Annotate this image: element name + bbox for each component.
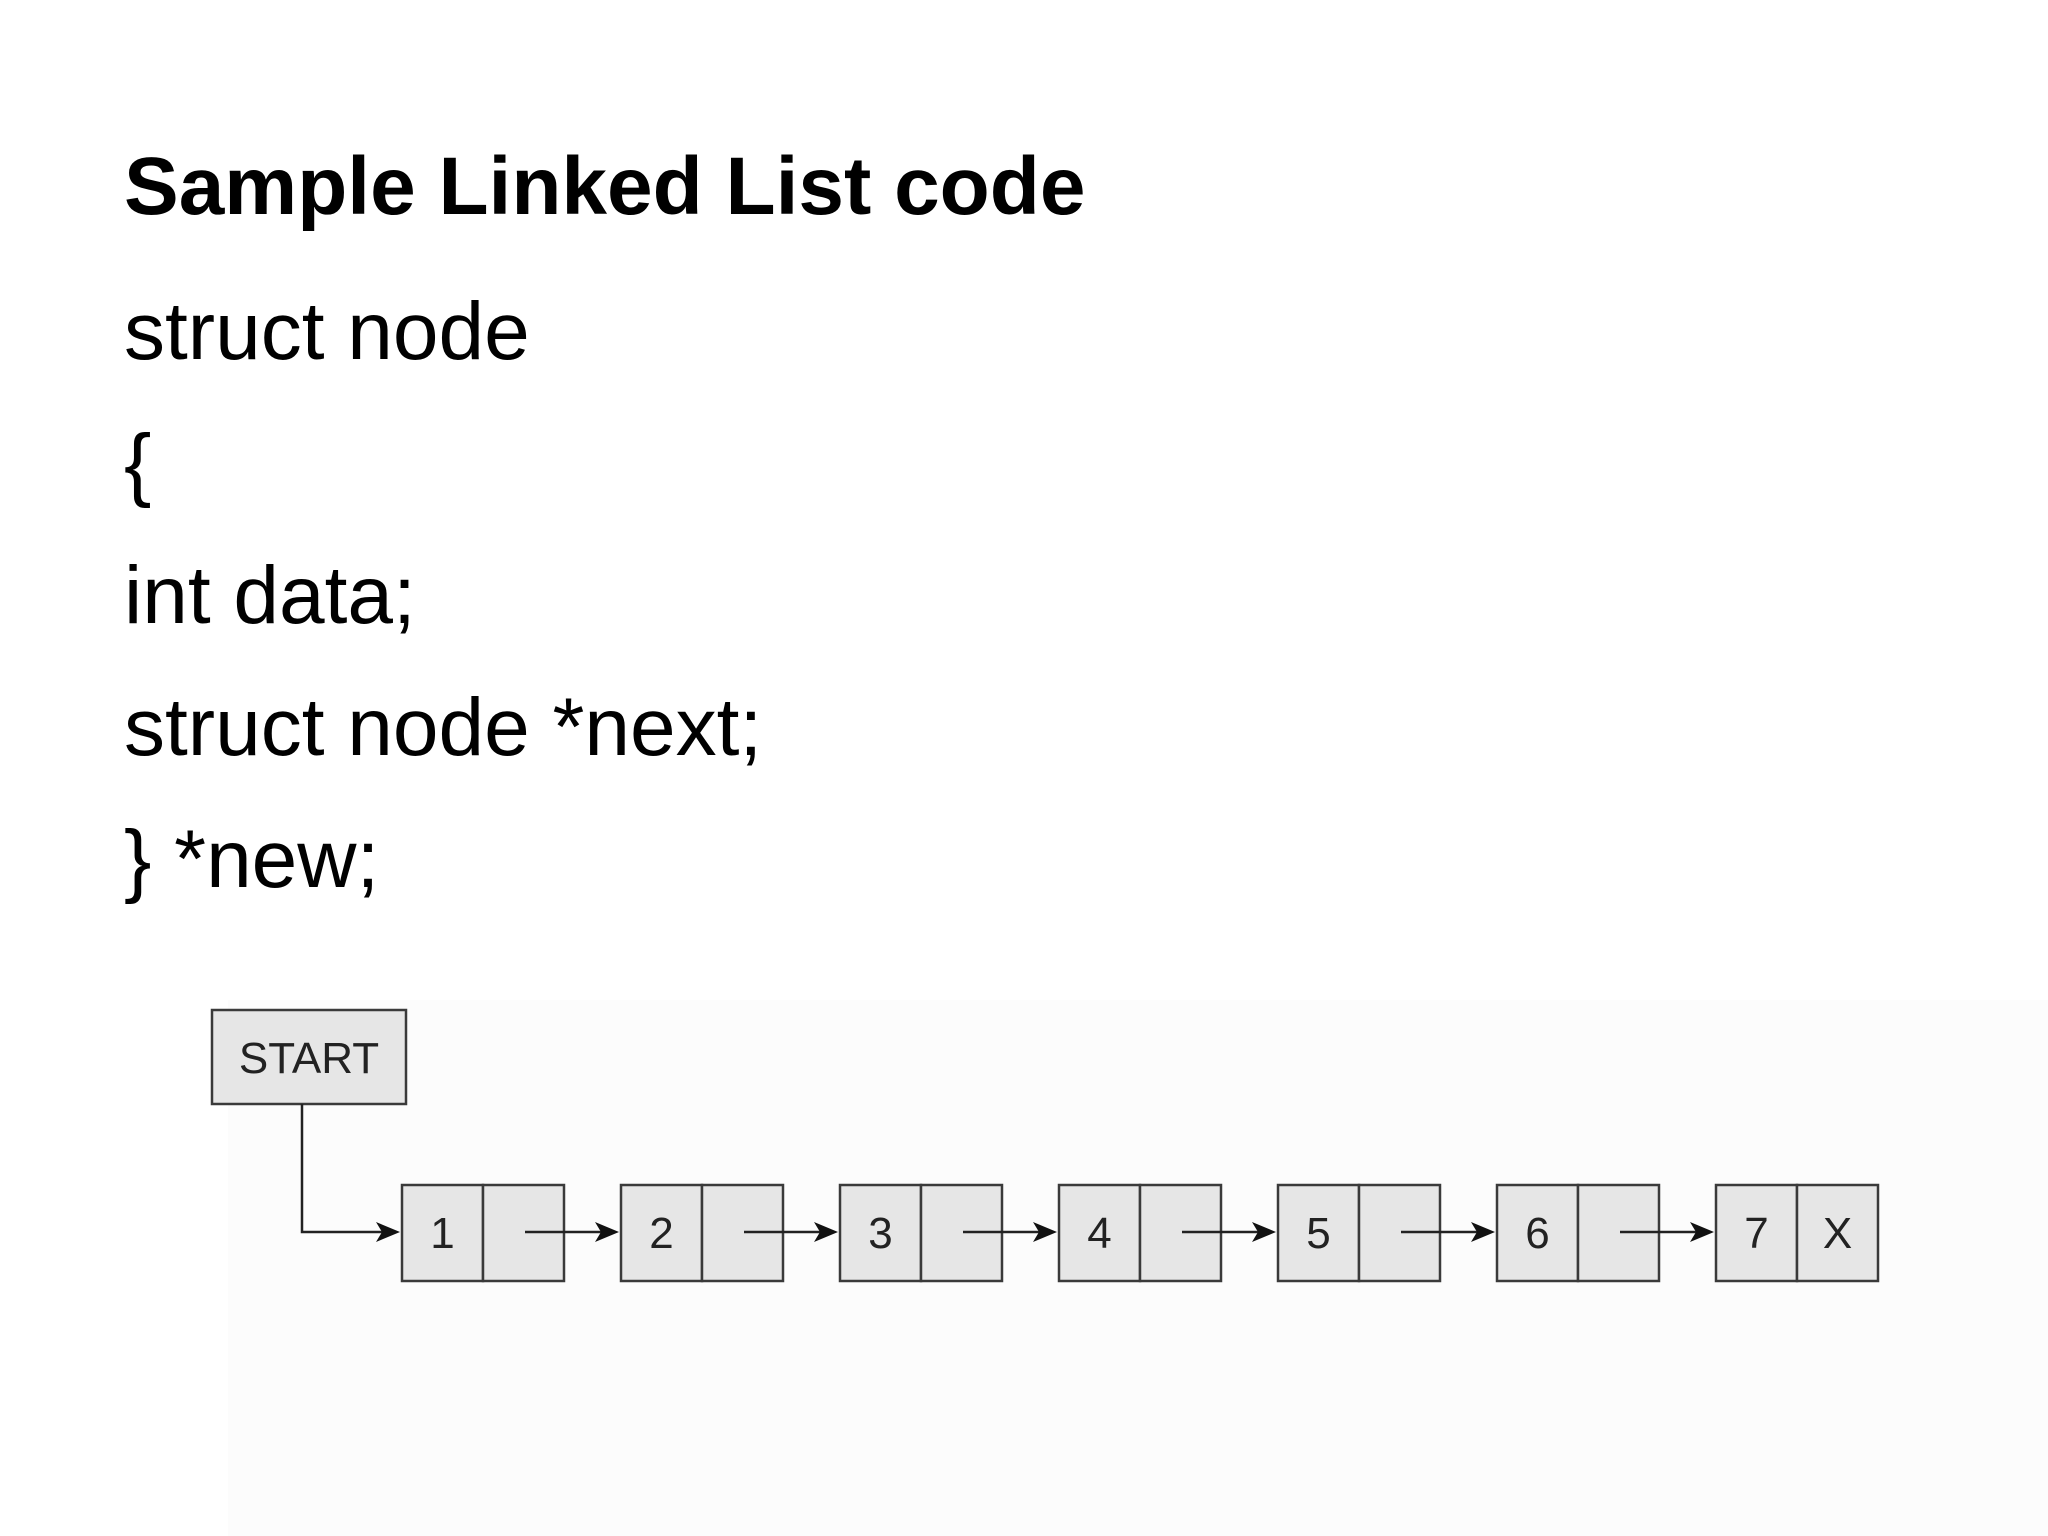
arrow-head-icon — [595, 1222, 619, 1242]
list-node: 1 — [400, 1183, 619, 1283]
node-data-cell — [1714, 1183, 1799, 1283]
node-data-label: 2 — [649, 1209, 673, 1258]
node-next-cell — [1795, 1183, 1880, 1283]
code-line: int data; — [124, 550, 416, 641]
start-arrow-icon — [376, 1222, 400, 1242]
node-data-cell — [838, 1183, 923, 1283]
arrow-head-icon — [1033, 1222, 1057, 1242]
code-block: struct node { int data; struct node *nex… — [124, 266, 762, 926]
list-node: 5 — [1276, 1183, 1495, 1283]
start-connector — [300, 1104, 382, 1234]
node-data-cell — [1495, 1183, 1580, 1283]
arrow-head-icon — [1471, 1222, 1495, 1242]
list-node: 6 — [1495, 1183, 1714, 1283]
node-null-label: X — [1823, 1209, 1852, 1258]
code-line: struct node — [124, 286, 530, 377]
start-label: START — [239, 1034, 379, 1083]
node-data-label: 6 — [1525, 1209, 1549, 1258]
node-data-label: 1 — [430, 1209, 454, 1258]
slide-title: Sample Linked List code — [124, 141, 1086, 232]
list-node: 3 — [838, 1183, 1057, 1283]
list-node: 4 — [1057, 1183, 1276, 1283]
list-node: 2 — [619, 1183, 838, 1283]
arrow-head-icon — [1690, 1222, 1714, 1242]
start-box — [210, 1008, 408, 1106]
code-line: } *new; — [124, 814, 380, 905]
node-data-cell — [619, 1183, 704, 1283]
node-data-label: 3 — [868, 1209, 892, 1258]
node-data-cell — [400, 1183, 485, 1283]
node-data-cell — [1057, 1183, 1142, 1283]
code-line: struct node *next; — [124, 682, 763, 773]
node-data-label: 5 — [1306, 1209, 1330, 1258]
node-data-label: 7 — [1744, 1209, 1768, 1258]
code-line: { — [124, 418, 152, 509]
arrow-head-icon — [1252, 1222, 1276, 1242]
arrow-head-icon — [814, 1222, 838, 1242]
node-data-label: 4 — [1087, 1209, 1111, 1258]
